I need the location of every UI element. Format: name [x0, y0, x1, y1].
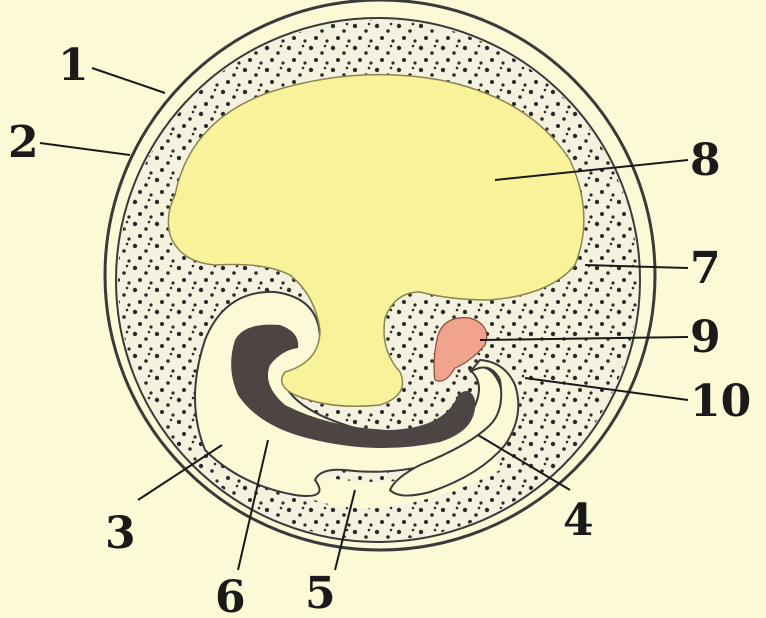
label-4: 4 — [563, 495, 594, 546]
label-2: 2 — [8, 117, 39, 168]
label-9: 9 — [690, 312, 721, 363]
label-8: 8 — [690, 135, 721, 186]
label-7: 7 — [690, 243, 721, 294]
label-10: 10 — [690, 376, 751, 427]
label-1: 1 — [58, 40, 89, 91]
label-6: 6 — [215, 572, 246, 618]
label-3: 3 — [105, 508, 136, 559]
label-5: 5 — [305, 568, 336, 618]
